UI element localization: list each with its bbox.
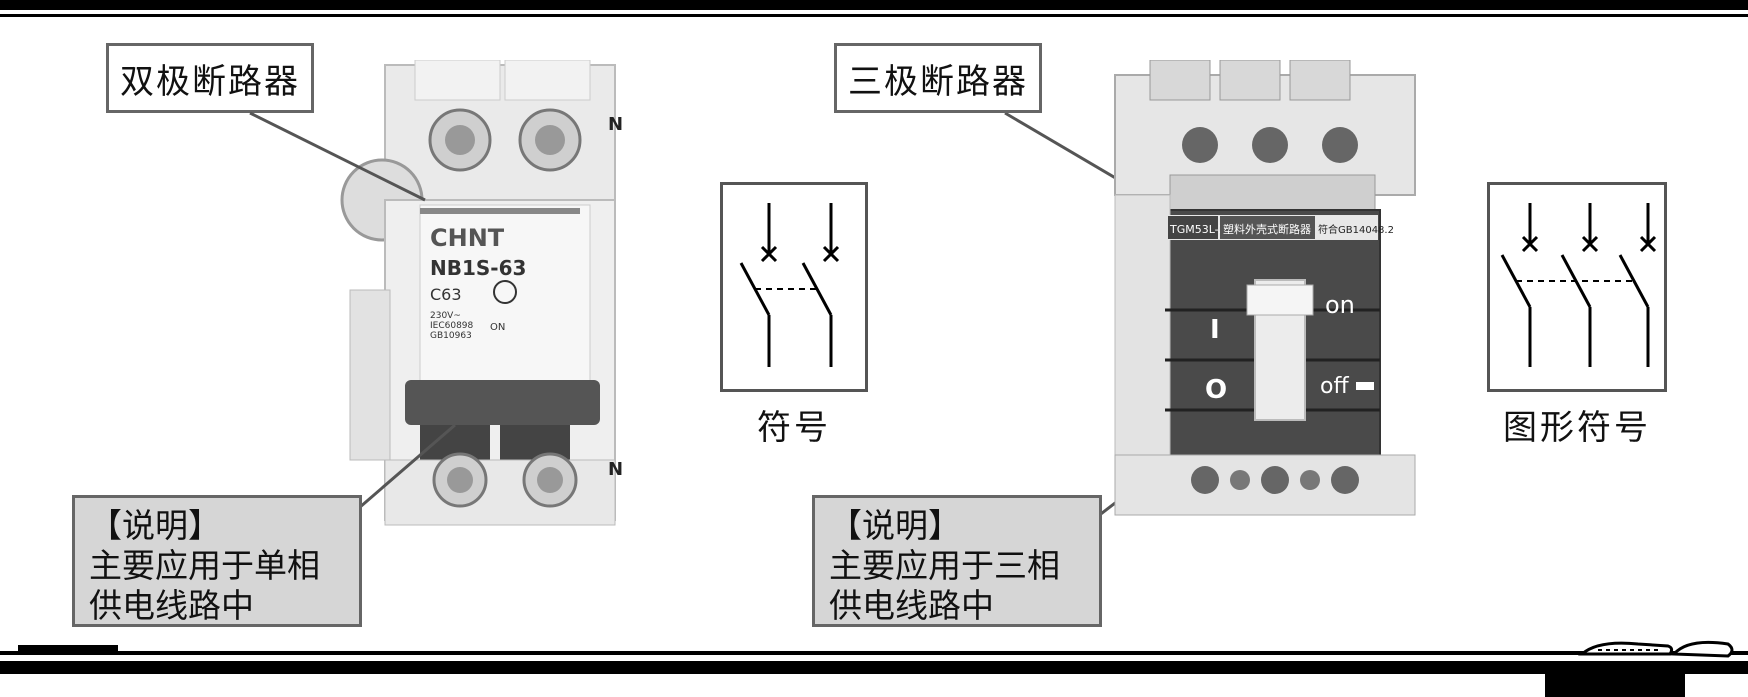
pencil-ornament-icon (1578, 640, 1734, 658)
breaker-on-label: ON (490, 322, 505, 333)
breaker-model: NB1S-63 (430, 256, 526, 280)
type-plate: 塑料外壳式断路器 (1223, 222, 1311, 236)
top-frame-line (0, 14, 1748, 17)
right-note-heading: 【说明】 (829, 506, 961, 545)
left-note-heading: 【说明】 (89, 506, 221, 545)
left-note-box: 【说明】 主要应用于单相 供电线路中 (72, 495, 362, 627)
breaker-brand: CHNT (430, 224, 505, 252)
bottom-right-block (1545, 674, 1685, 697)
top-frame-bar (0, 0, 1748, 10)
right-breaker-photo: TGM53L-250 塑料外壳式断路器 符合GB14048.2 I O on o… (1114, 60, 1416, 516)
bottom-frame-line (0, 651, 1748, 655)
left-note-line-1: 主要应用于单相 (89, 546, 320, 585)
ccc-mark-icon (493, 280, 517, 304)
two-pole-breaker-symbol (739, 203, 840, 367)
breaker-spec-3: GB10963 (430, 331, 472, 341)
breaker-rating: C63 (430, 285, 462, 304)
switch-off-label: off (1320, 374, 1349, 399)
right-symbol-caption: 图形符号 (1503, 408, 1651, 448)
left-note-line-2: 供电线路中 (89, 586, 254, 625)
terminal-n-bottom: N (608, 459, 623, 480)
right-note-line-2: 供电线路中 (829, 586, 994, 625)
left-title-box: 双极断路器 (106, 43, 314, 113)
left-symbol-caption: 符号 (757, 408, 831, 448)
right-symbol-box (1487, 182, 1667, 392)
breaker-spec-2: IEC60898 (430, 321, 474, 331)
terminal-n-top: N (608, 114, 623, 135)
standard-plate: 符合GB14048.2 (1318, 223, 1394, 236)
switch-on-label: on (1325, 291, 1355, 319)
right-note-line-1: 主要应用于三相 (829, 546, 1060, 585)
left-title: 双极断路器 (120, 61, 300, 102)
switch-o-label: O (1205, 375, 1227, 405)
right-note-box: 【说明】 主要应用于三相 供电线路中 (812, 495, 1102, 627)
three-pole-breaker-symbol (1500, 203, 1657, 367)
bottom-left-accent (18, 645, 118, 652)
switch-i-label: I (1210, 315, 1220, 345)
left-symbol-box (720, 182, 868, 392)
breaker-spec-1: 230V~ (430, 311, 461, 321)
right-title-box: 三极断路器 (834, 43, 1042, 113)
left-breaker-photo: CHNT NB1S-63 C63 230V~ IEC60898 GB10963 … (340, 60, 623, 526)
right-title: 三极断路器 (848, 61, 1028, 102)
bottom-frame-bar (0, 661, 1748, 674)
